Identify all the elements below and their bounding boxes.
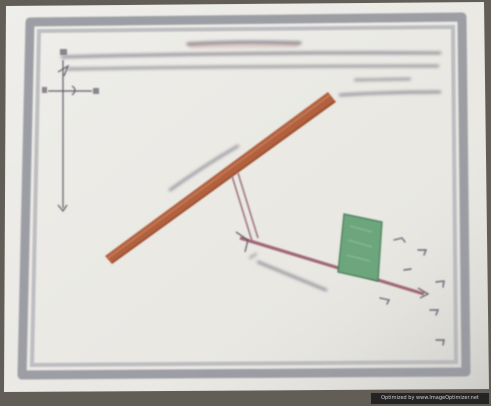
axis-label-right bbox=[93, 88, 99, 94]
plank-highlight bbox=[107, 94, 331, 259]
green-box bbox=[337, 213, 383, 282]
mark-3 bbox=[435, 280, 445, 288]
text-line-3 bbox=[353, 77, 412, 82]
hinge-mark bbox=[235, 231, 249, 253]
axis-arrow-top bbox=[57, 64, 70, 77]
axis-label-top bbox=[60, 49, 67, 55]
lower-label bbox=[249, 253, 328, 292]
mark-1 bbox=[393, 237, 406, 243]
plank-label bbox=[168, 144, 240, 192]
lower-surface bbox=[235, 231, 430, 299]
mark-4 bbox=[379, 297, 391, 305]
plank-shadow bbox=[111, 100, 336, 264]
axis-sketch bbox=[48, 60, 92, 213]
surface-line bbox=[239, 236, 425, 296]
watermark-badge: Optimized by www.ImageOptimizer.net bbox=[371, 393, 489, 404]
box-outline bbox=[337, 213, 383, 282]
heading-underline bbox=[189, 45, 299, 48]
strut-left bbox=[231, 175, 253, 242]
text-line-4 bbox=[338, 90, 442, 97]
crayon-border bbox=[17, 12, 471, 380]
side-marks bbox=[379, 237, 445, 346]
paper-shading bbox=[4, 2, 489, 392]
axis-curl-mark bbox=[71, 85, 76, 96]
strut-right bbox=[237, 172, 259, 239]
plank-body bbox=[105, 92, 336, 264]
axis-label-left bbox=[42, 87, 47, 93]
surface-end-mark bbox=[417, 287, 430, 299]
mark-6 bbox=[429, 309, 440, 316]
mark-2 bbox=[417, 249, 428, 256]
text-line-1 bbox=[60, 51, 442, 59]
box-shading bbox=[345, 225, 373, 262]
text-line-2 bbox=[66, 64, 440, 71]
axis-arrow-bottom bbox=[57, 204, 68, 213]
box-body bbox=[338, 214, 382, 281]
axis-labels bbox=[42, 49, 99, 94]
support-strut bbox=[231, 172, 259, 242]
heading-scribble bbox=[186, 40, 302, 46]
header-text bbox=[60, 40, 442, 97]
inclined-plank bbox=[105, 92, 336, 264]
mark-5 bbox=[403, 268, 412, 271]
mark-7 bbox=[435, 339, 445, 346]
